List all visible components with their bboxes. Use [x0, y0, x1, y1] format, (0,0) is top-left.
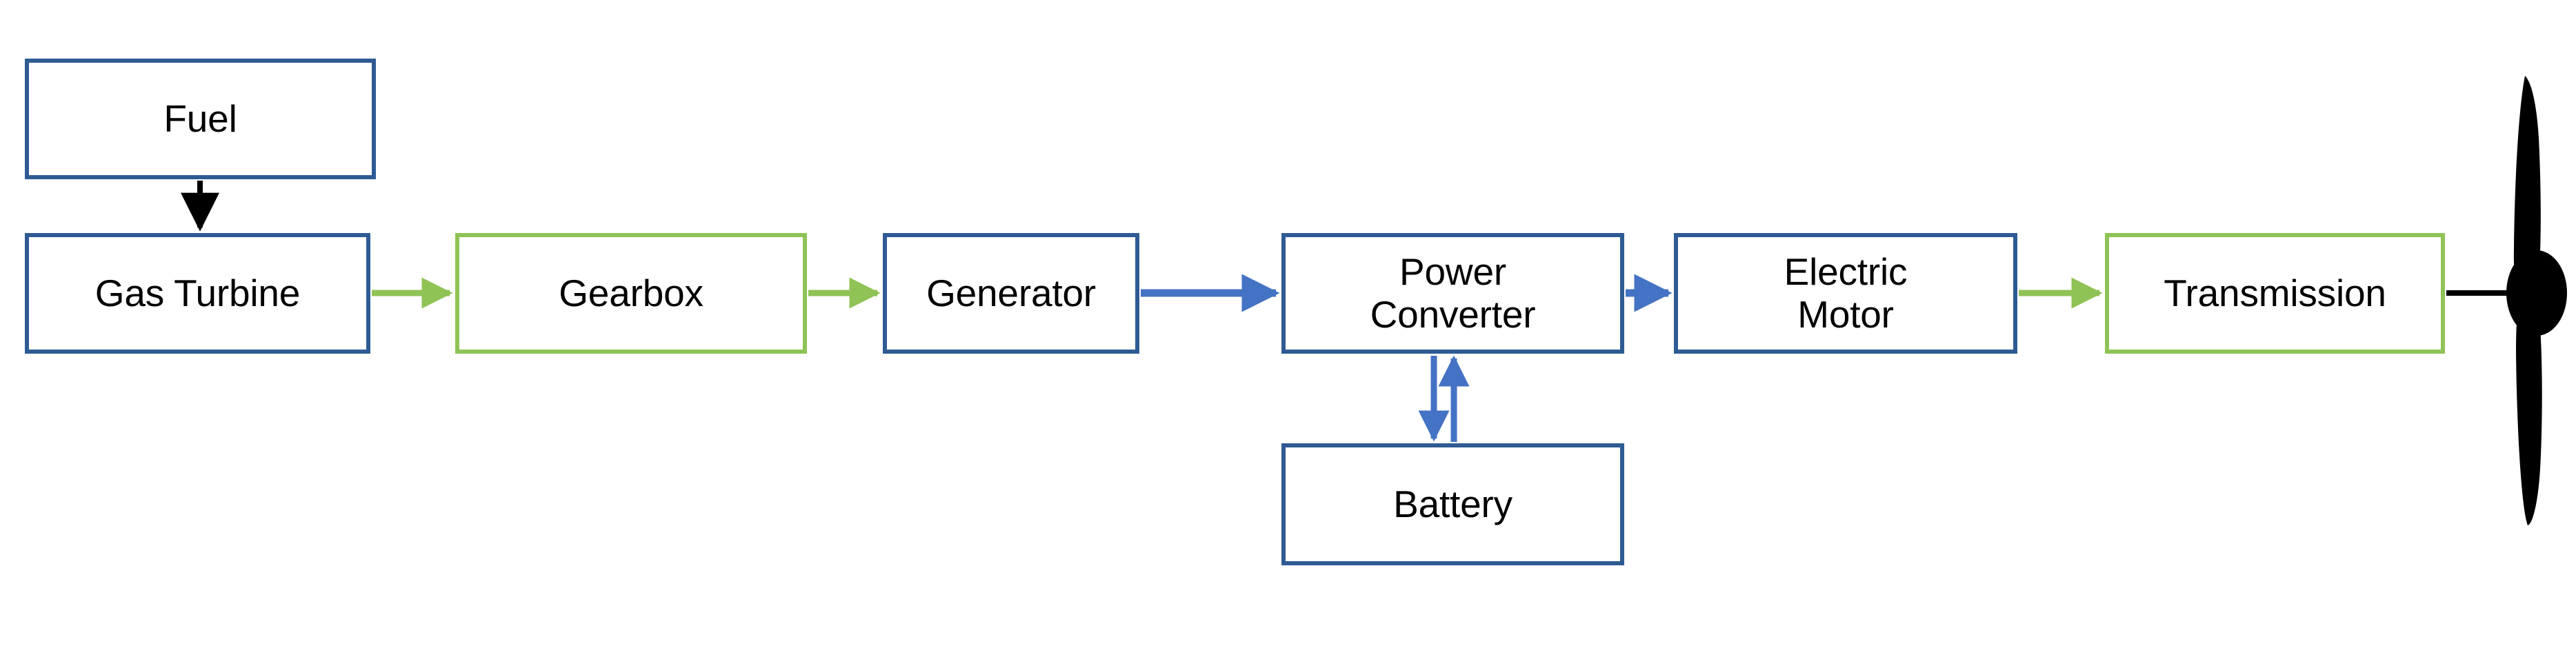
node-power-converter[interactable]: Power Converter: [1281, 233, 1624, 354]
node-power-converter-label: Power Converter: [1370, 250, 1536, 336]
propeller-icon: [2506, 76, 2567, 525]
node-transmission[interactable]: Transmission: [2105, 233, 2445, 354]
node-gearbox[interactable]: Gearbox: [455, 233, 807, 354]
node-gas-turbine[interactable]: Gas Turbine: [25, 233, 370, 354]
node-gearbox-label: Gearbox: [559, 271, 703, 314]
node-gas-turbine-label: Gas Turbine: [94, 271, 301, 314]
node-fuel[interactable]: Fuel: [25, 59, 376, 179]
node-electric-motor-label: Electric Motor: [1784, 250, 1908, 336]
node-generator-label: Generator: [926, 271, 1096, 314]
node-battery[interactable]: Battery: [1281, 443, 1624, 565]
node-transmission-label: Transmission: [2164, 271, 2386, 314]
node-electric-motor[interactable]: Electric Motor: [1674, 233, 2017, 354]
node-fuel-label: Fuel: [163, 97, 237, 140]
node-generator[interactable]: Generator: [883, 233, 1139, 354]
node-battery-label: Battery: [1393, 482, 1512, 525]
